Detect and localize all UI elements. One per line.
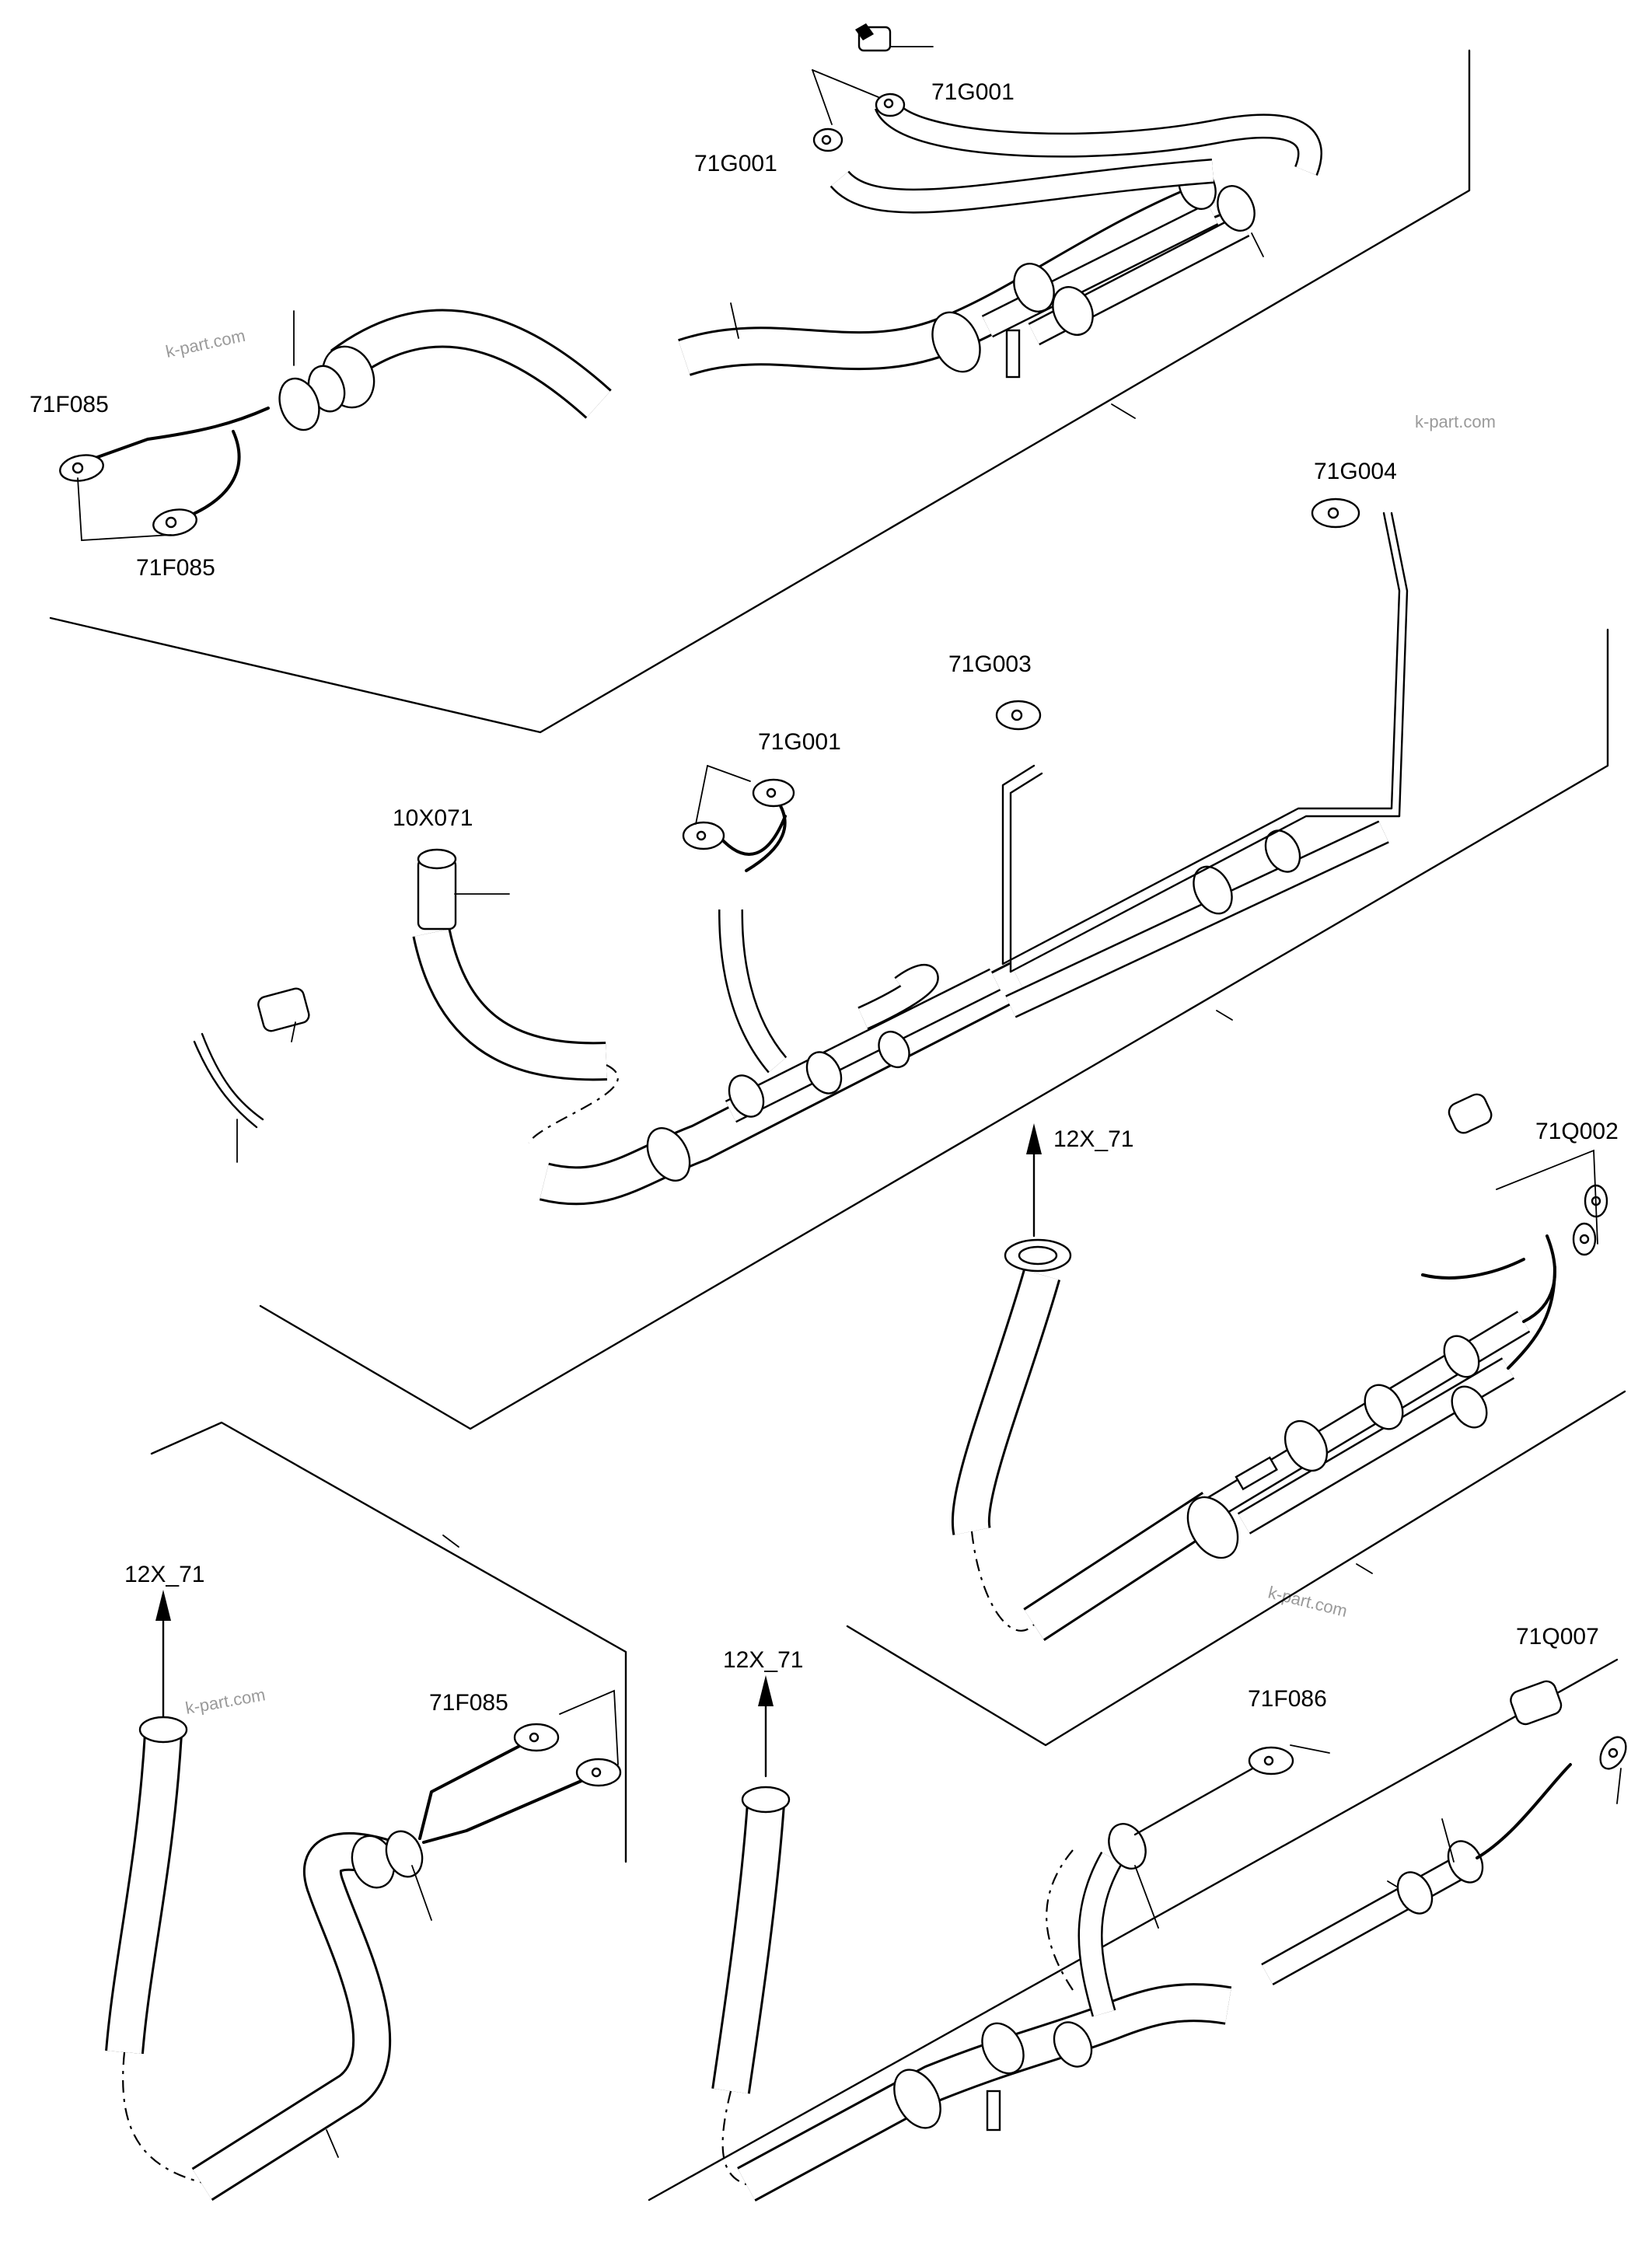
label-f085-bottom: 71F085 (136, 555, 215, 581)
label-q007: 71Q007 (1516, 1624, 1599, 1650)
label-g004: 71G004 (1314, 459, 1397, 484)
label-x071: 10X071 (393, 805, 473, 831)
watermark-1: k-part.com (164, 326, 247, 361)
label-g003: 71G003 (948, 651, 1032, 677)
label-x71-low-mid: 12X_71 (723, 1647, 803, 1673)
label-f085-top: 71F085 (30, 392, 109, 417)
label-g001-top-right: 71G001 (931, 79, 1015, 105)
label-g001-top-left: 71G001 (694, 151, 777, 176)
watermark-4: k-part.com (184, 1685, 267, 1718)
f085-plug-assembly (59, 309, 612, 541)
q007-assembly (711, 1675, 1627, 2201)
watermark-3: k-part.com (1266, 1583, 1350, 1621)
f085-low-assembly (105, 1590, 622, 2201)
label-f085-low: 71F085 (429, 1690, 508, 1716)
middle-harness-assembly (193, 498, 1409, 1206)
label-x71-low-left: 12X_71 (124, 1562, 204, 1587)
g001-top-assembly (678, 23, 1322, 379)
label-g001-middle: 71G001 (758, 729, 841, 755)
label-q002: 71Q002 (1535, 1119, 1619, 1144)
panel-frames (49, 49, 1626, 2201)
label-f086: 71F086 (1248, 1686, 1327, 1712)
label-x71-mid: 12X_71 (1053, 1126, 1133, 1152)
q002-assembly (951, 1093, 1608, 1641)
watermark-2: k-part.com (1415, 412, 1496, 431)
